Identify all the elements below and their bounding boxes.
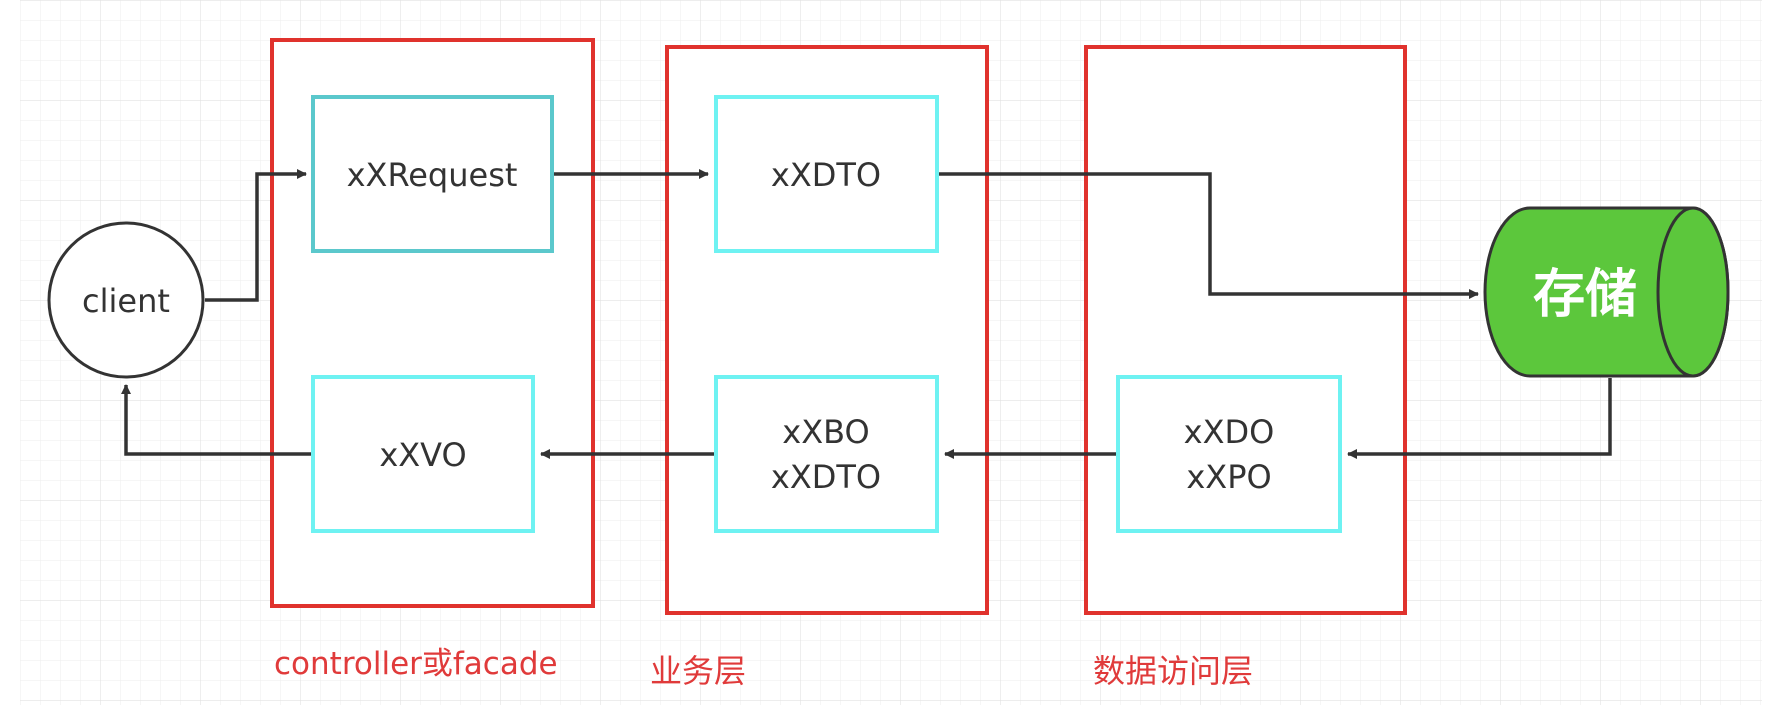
client-node[interactable]: client [47, 221, 205, 379]
node-xxvo-label: xXVO [379, 436, 466, 474]
node-xxrequest-label: xXRequest [347, 156, 518, 194]
node-xxbo-xxdto[interactable]: xXBO xXDTO [714, 375, 939, 533]
node-xxpo-label: xXPO [1186, 458, 1271, 496]
layer-service-label: 业务层 [650, 652, 746, 690]
edge-vo-to-client[interactable] [121, 384, 313, 456]
edge-client-to-request[interactable] [205, 169, 307, 302]
layer-controller-label: controller或facade [274, 646, 558, 682]
node-xxrequest[interactable]: xXRequest [311, 95, 554, 253]
node-xxvo[interactable]: xXVO [311, 375, 535, 533]
layer-dao-label: 数据访问层 [1093, 652, 1253, 690]
storage-cylinder-end [1656, 206, 1730, 378]
node-xxdto2-label: xXDTO [771, 458, 881, 496]
edge-dto-to-storage[interactable] [937, 172, 1479, 299]
node-xxdo-label: xXDO [1184, 413, 1275, 451]
edge-storage-to-dopo[interactable] [1347, 378, 1612, 459]
node-xxdto[interactable]: xXDTO [714, 95, 939, 253]
node-xxdto-label: xXDTO [771, 156, 881, 194]
node-xxbo-label: xXBO [782, 413, 869, 451]
storage-node[interactable]: 存储 [1483, 206, 1730, 378]
client-label: client [82, 282, 170, 320]
storage-label: 存储 [1533, 265, 1637, 325]
node-xxdo-xxpo[interactable]: xXDO xXPO [1116, 375, 1342, 533]
edges [121, 169, 1612, 459]
